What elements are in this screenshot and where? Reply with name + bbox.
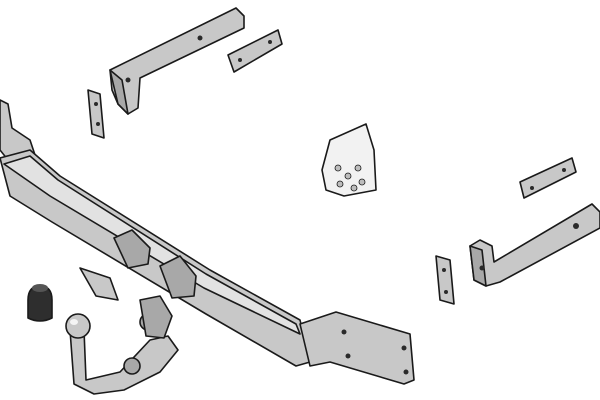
- ball-cover-cap: [27, 284, 53, 322]
- main-crossbar: [0, 99, 415, 385]
- right-side-bracket: [469, 203, 600, 287]
- fixing-kit-bag: [321, 123, 377, 197]
- spacer-plate-right: [435, 255, 455, 305]
- spacer-plate-left: [87, 89, 105, 139]
- left-side-bracket: [109, 7, 245, 115]
- spacer-plate-upper-right: [519, 157, 577, 199]
- tow-ball-neck: [65, 295, 179, 395]
- spacer-plate-upper-left: [227, 29, 283, 73]
